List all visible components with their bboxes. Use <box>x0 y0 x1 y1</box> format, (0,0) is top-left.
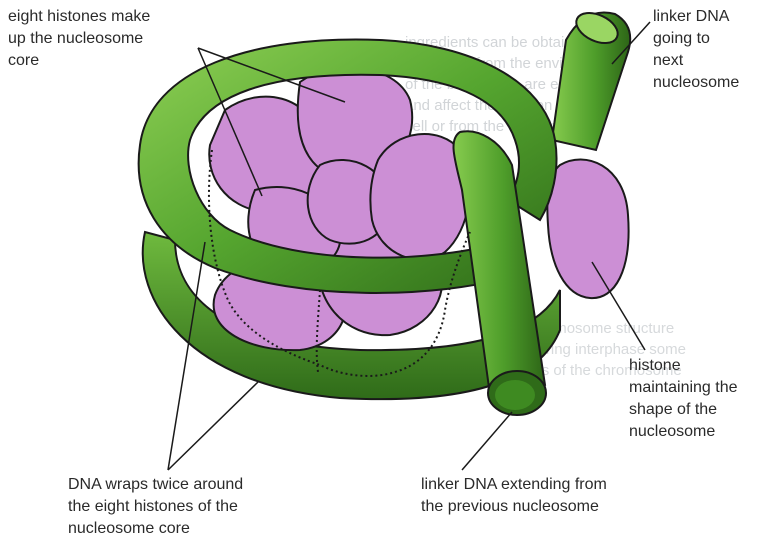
label-dna-wraps: DNA wraps twice around the eight histone… <box>68 474 243 540</box>
label-linker-previous: linker DNA extending from the previous n… <box>421 474 607 518</box>
linker-histone <box>547 159 628 298</box>
pointer-line <box>462 412 512 470</box>
pointer-line <box>168 382 258 470</box>
label-linker-next: linker DNA going to next nucleosome <box>653 6 739 94</box>
histone-core <box>209 68 470 350</box>
label-histone-maintaining: histone maintaining the shape of the nuc… <box>629 355 738 443</box>
label-histones-core: eight histones make up the nucleosome co… <box>8 6 150 72</box>
linker-dna-next <box>552 7 630 150</box>
